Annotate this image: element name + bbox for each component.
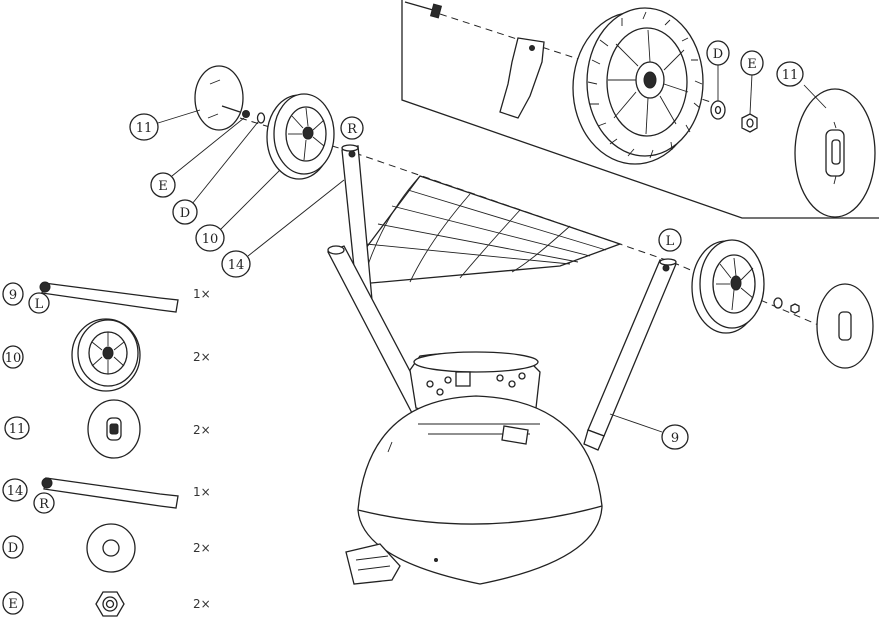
svg-text:E: E	[8, 597, 18, 612]
parts-row-e: E 2×	[2, 591, 211, 617]
hubcap-right	[816, 283, 874, 369]
wheel-right	[691, 239, 765, 334]
svg-text:2×: 2×	[193, 541, 211, 555]
svg-text:L: L	[666, 234, 675, 249]
callout-r: R	[340, 116, 364, 140]
parts-row-10: 10 2×	[2, 318, 211, 392]
svg-text:D: D	[713, 47, 723, 62]
callout-d-inset: D	[706, 40, 730, 66]
nut-left	[242, 110, 250, 118]
callout-9: 9	[609, 413, 689, 450]
wheel-detail	[572, 7, 704, 165]
bottom-shelf	[347, 175, 622, 285]
svg-text:2×: 2×	[193, 597, 211, 611]
svg-text:10: 10	[5, 351, 22, 366]
washer-right	[773, 297, 783, 309]
svg-text:14: 14	[7, 484, 24, 499]
parts-row-11: 11 2×	[4, 399, 211, 459]
svg-text:E: E	[158, 179, 168, 194]
svg-text:9: 9	[671, 431, 679, 446]
svg-text:11: 11	[9, 422, 26, 437]
svg-text:10: 10	[202, 232, 219, 247]
callout-14: 14	[221, 179, 345, 278]
svg-text:R: R	[39, 497, 50, 512]
callout-e-inset: E	[740, 50, 764, 76]
svg-text:2×: 2×	[193, 423, 211, 437]
callout-11-inset: 11	[776, 61, 804, 87]
svg-text:9: 9	[9, 288, 17, 303]
svg-text:11: 11	[136, 121, 153, 136]
nut-e-detail	[741, 113, 758, 133]
callout-e-top: E	[150, 117, 245, 198]
svg-text:2×: 2×	[193, 350, 211, 364]
leg-9	[583, 258, 677, 451]
svg-text:D: D	[180, 206, 190, 221]
svg-text:1×: 1×	[193, 485, 211, 499]
nut-right	[790, 303, 800, 314]
washer-left	[256, 112, 266, 124]
parts-list: 9 L 1× 10 2× 11	[2, 281, 211, 617]
kettle-bowl	[345, 395, 603, 585]
callout-10-top: 10	[195, 169, 281, 252]
hubcap-detail	[794, 88, 876, 218]
parts-row-9: 9 L 1×	[2, 281, 211, 314]
svg-text:1×: 1×	[193, 287, 211, 301]
wheel-left	[266, 93, 335, 180]
callout-11-top: 11	[129, 109, 201, 141]
parts-row-14: 14 R 1×	[2, 477, 211, 514]
svg-text:E: E	[747, 57, 757, 72]
callout-l: L	[658, 228, 682, 252]
callout-d-top: D	[172, 121, 259, 225]
hubcap-left	[194, 65, 244, 131]
leg-bracket-detail	[499, 37, 545, 119]
svg-text:R: R	[347, 122, 358, 137]
detail-inset: D E 11	[401, 0, 879, 219]
svg-text:11: 11	[782, 68, 799, 83]
parts-row-d: D 2×	[2, 523, 211, 573]
svg-text:14: 14	[228, 258, 245, 273]
svg-text:D: D	[8, 541, 18, 556]
svg-text:L: L	[35, 297, 44, 312]
